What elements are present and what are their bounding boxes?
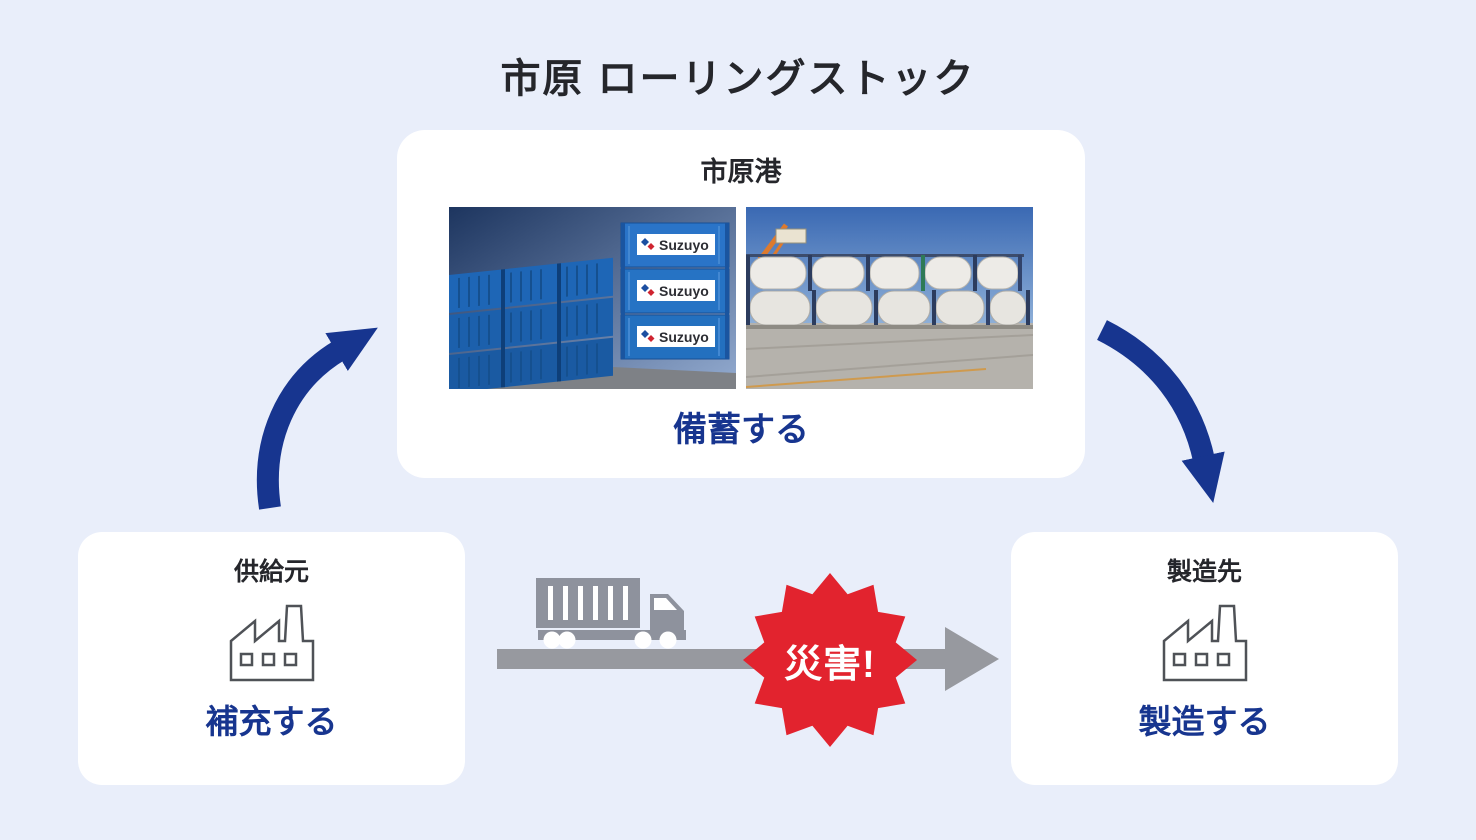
photo-blue-containers: Suzuyo Suzuyo Suzuyo	[449, 207, 736, 389]
suzuyo-brand-text: Suzuyo	[659, 283, 709, 299]
suzuyo-logo-label: Suzuyo	[637, 280, 715, 301]
suzuyo-logo-label: Suzuyo	[637, 234, 715, 255]
manufacturer-card: 製造先 製造する	[1011, 532, 1398, 785]
suzuyo-brand-text: Suzuyo	[659, 329, 709, 345]
suzuyo-brand-text: Suzuyo	[659, 237, 709, 253]
supplier-label: 供給元	[233, 558, 309, 586]
suzuyo-logo-label: Suzuyo	[637, 326, 715, 347]
manufacturer-label: 製造先	[1166, 558, 1242, 586]
arrow-supplier-to-hub-icon	[256, 327, 378, 510]
arrow-hub-to-manufacturer-icon	[1096, 320, 1225, 504]
page-title: 市原 ローリングストック	[500, 57, 976, 101]
container-stack-side	[449, 257, 613, 389]
factory-icon	[229, 604, 314, 682]
disaster-badge: 災害!	[740, 570, 920, 750]
disaster-label: 災害!	[784, 643, 876, 686]
container-stack-front: Suzuyo Suzuyo Suzuyo	[620, 222, 730, 360]
supplier-card: 供給元 補充する	[78, 532, 465, 785]
hub-action: 備蓄する	[673, 411, 809, 449]
tank-row-top	[746, 254, 1024, 291]
starburst-icon	[743, 573, 917, 747]
hub-card: 市原港	[397, 130, 1085, 478]
factory-icon	[1162, 604, 1247, 682]
tank-row-bottom	[746, 290, 1033, 329]
hub-photos: Suzuyo Suzuyo Suzuyo	[449, 207, 1033, 389]
photo-tank-containers	[746, 207, 1033, 389]
hub-label: 市原港	[700, 157, 782, 187]
truck-icon	[536, 578, 686, 649]
supplier-action: 補充する	[205, 703, 338, 740]
manufacturer-action: 製造する	[1138, 703, 1271, 740]
